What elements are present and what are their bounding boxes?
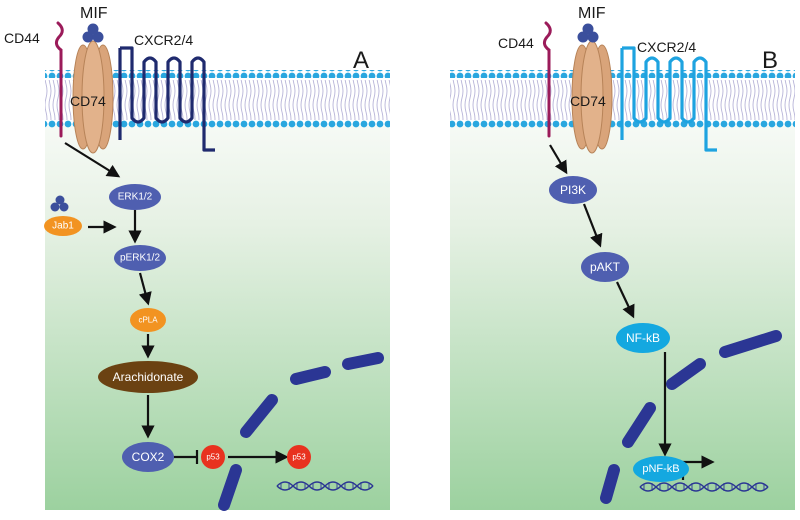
nucleus-envelope-b [600, 330, 782, 504]
arrow-perk-to-cpla [138, 272, 152, 306]
p53-cytoplasm-node [201, 445, 225, 469]
panel-letter-b: B [762, 47, 778, 74]
p53-cytoplasm-label: p53 [206, 453, 220, 462]
arrow-pi3k-to-pakt [582, 203, 603, 248]
cox2-label: COX2 [132, 450, 165, 464]
panel-letter-a: A [353, 47, 369, 74]
erk-label: ERK1/2 [118, 192, 153, 203]
label-cd44-a: CD44 [4, 30, 40, 46]
p53-nuclear-label: p53 [292, 453, 306, 462]
dna-helix-b [639, 482, 769, 492]
arachidonate-label: Arachidonate [113, 370, 184, 384]
cpla-node [130, 308, 166, 332]
cell-interior-b [450, 70, 795, 510]
panel-b: MIF CD44 CD74 CXCR2/4 B PI3K pAKT NF-kB [450, 5, 795, 510]
cd44-receptor-a [54, 21, 64, 138]
cxcr-receptor-a [118, 46, 215, 152]
arrow-pakt-to-nfkb [616, 281, 635, 319]
panel-a: MIF CD44 CD74 CXCR2/4 A [4, 5, 390, 511]
pnfkb-node [633, 456, 689, 482]
pathway-arrows-b [549, 144, 672, 457]
pnfkb-label: pNF-kB [642, 463, 679, 475]
mif-trimer-b [577, 23, 599, 43]
pi3k-node [549, 176, 597, 204]
mif-trimer-a [82, 23, 104, 43]
pakt-label: pAKT [590, 260, 621, 274]
cd44-receptor-b [542, 21, 552, 138]
cox2-node [122, 442, 174, 472]
erk-node [109, 184, 161, 210]
pakt-node [581, 252, 629, 282]
jab1-node [44, 216, 82, 236]
label-cd44-b: CD44 [498, 35, 534, 51]
inhibition-cox2-to-p53 [174, 450, 199, 464]
perk-label: pERK1/2 [120, 253, 160, 264]
arachidonate-node [98, 361, 198, 393]
cd74-receptor-b [571, 40, 613, 154]
label-cd74-a: CD74 [70, 93, 106, 109]
nucleus-envelope-a [218, 352, 384, 511]
cxcr-receptor-b [620, 46, 717, 152]
arrow-cd44-to-erk [64, 142, 121, 178]
nfkb-node [616, 323, 670, 353]
pi3k-label: PI3K [560, 183, 586, 197]
label-cxcr-b: CXCR2/4 [637, 39, 696, 55]
nfkb-label: NF-kB [626, 331, 660, 345]
pathway-arrows-a [64, 142, 289, 464]
label-mif-a: MIF [80, 5, 108, 22]
cpla-label: cPLA [138, 316, 158, 325]
cd74-receptor-a [72, 40, 114, 154]
label-cd74-b: CD74 [570, 93, 606, 109]
perk-node [114, 245, 166, 271]
jab1-node-group: Jab1 [44, 195, 82, 236]
p53-nuclear-node [287, 445, 311, 469]
jab1-label: Jab1 [52, 221, 74, 232]
arrow-cd44-to-pi3k [549, 144, 568, 175]
label-mif-b: MIF [578, 5, 606, 22]
dna-helix-a [276, 481, 374, 491]
label-cxcr-a: CXCR2/4 [134, 32, 193, 48]
